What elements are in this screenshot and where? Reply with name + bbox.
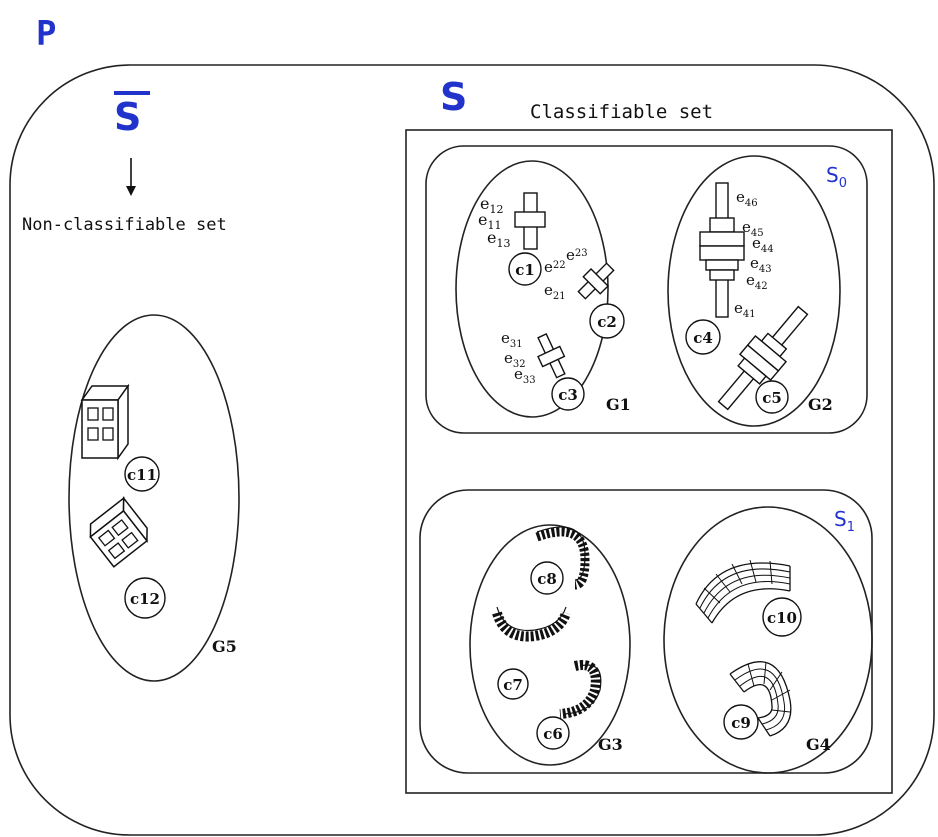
edge-e31-label: e31 <box>501 329 523 350</box>
component-c12-label: c12 <box>130 590 160 608</box>
edge-e22-label: e22 <box>544 258 566 276</box>
component-c8-circle <box>530 561 564 595</box>
component-c7-circle <box>497 668 529 700</box>
group-g3-label: G3 <box>598 735 623 754</box>
component-c6-circle <box>536 716 570 750</box>
subset-s0-region <box>425 145 868 434</box>
component-c10-circle <box>762 597 802 637</box>
edge-e11-label: e11 <box>478 210 501 232</box>
edge-e41-label: e41 <box>734 299 756 320</box>
group-g2-label: G2 <box>808 395 833 414</box>
group-g1-ellipse <box>455 160 609 418</box>
non-classifiable-caption: Non-classifiable set <box>22 215 227 235</box>
edge-e45-label: e45 <box>742 218 764 239</box>
universe-label-p: P <box>36 14 56 54</box>
component-c8-label: c8 <box>537 570 557 588</box>
edge-e23-label: e23 <box>566 246 588 264</box>
component-c11-circle <box>124 456 160 492</box>
component-c9-label: c9 <box>731 714 751 732</box>
subset-s1-label: S1 <box>834 507 855 535</box>
component-c3-label: c3 <box>558 386 578 404</box>
shaft-c2-shape <box>577 262 615 300</box>
edge-e32-label: e32 <box>504 349 526 370</box>
segmented-arc-c9-shape <box>729 661 792 737</box>
building-tilted-icon <box>89 496 148 568</box>
component-c6-label: c6 <box>543 725 563 743</box>
group-g4-label: G4 <box>806 735 831 754</box>
component-c1-label: c1 <box>515 261 535 279</box>
component-c4-label: c4 <box>693 329 713 347</box>
edge-e44-label: e44 <box>752 234 774 255</box>
set-s-bar-symbol: S <box>114 95 141 139</box>
building-upright-icon <box>80 383 130 461</box>
shaft-c5-shape <box>717 305 809 411</box>
group-g4-ellipse <box>663 506 873 774</box>
spring-c7-edge <box>496 606 567 632</box>
down-arrow-head <box>126 186 136 196</box>
subset-s0-label: S0 <box>826 163 847 191</box>
spring-c6-shape <box>559 660 601 719</box>
component-c12-circle <box>124 577 166 619</box>
group-g5-label: G5 <box>212 637 237 656</box>
component-c2-label: c2 <box>597 313 617 331</box>
component-c5-circle <box>755 380 789 414</box>
component-c7-label: c7 <box>503 676 523 694</box>
group-g2-ellipse <box>667 155 841 427</box>
component-c10-label: c10 <box>767 609 797 627</box>
set-s-symbol: S <box>440 75 467 119</box>
segmented-arc-c10-shape <box>695 559 791 624</box>
group-g3-ellipse <box>469 524 631 766</box>
group-g1-label: G1 <box>606 395 631 414</box>
component-c5-label: c5 <box>762 389 782 407</box>
edge-e43-label: e43 <box>750 254 772 275</box>
edge-e46-label: e46 <box>736 188 758 209</box>
universe-region <box>9 64 935 836</box>
component-c1-circle <box>508 252 542 286</box>
component-c9-circle <box>723 704 759 740</box>
subset-s1-region <box>419 489 873 774</box>
component-c3-circle <box>551 377 585 411</box>
group-g5-ellipse <box>68 314 240 682</box>
edge-e12-label: e12 <box>480 194 503 216</box>
edge-e33-label: e33 <box>514 365 536 386</box>
component-c4-circle <box>685 319 721 355</box>
spring-c6-edge <box>564 664 602 715</box>
classifiable-caption: Classifiable set <box>530 101 713 123</box>
shaft-c4-shape <box>699 182 745 318</box>
edge-e21-label: e21 <box>544 281 566 302</box>
edge-e13-label: e13 <box>487 228 510 250</box>
edge-e42-label: e42 <box>746 271 768 292</box>
component-c11-label: c11 <box>127 466 157 484</box>
classifiable-set-box <box>405 129 893 794</box>
shaft-c1-shape <box>514 192 546 250</box>
component-c2-circle <box>589 303 625 339</box>
spring-c8-edge <box>536 526 586 581</box>
shaft-c3-shape <box>537 333 566 379</box>
